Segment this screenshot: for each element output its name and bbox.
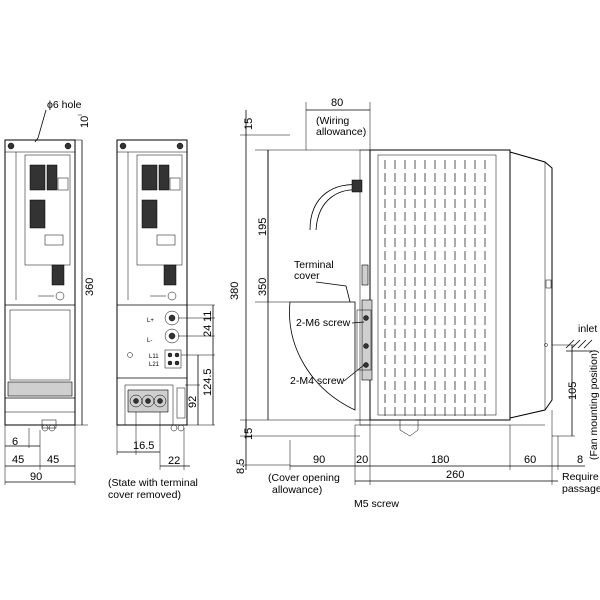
l-minus-label: L- [147,338,152,344]
fan-mount-label: (Fan mounting position) [588,350,600,460]
dim-360: 360 [84,278,96,296]
dim-380: 380 [229,282,241,300]
dim-45-left: 45 [12,454,24,466]
l21-label: L21 [149,362,160,368]
phi-hole-label: ϕ6 hole [47,99,82,111]
l-plus-label: L+ [147,318,154,324]
terminal-cover-line1: Terminal [294,259,334,271]
dim-45-right: 45 [47,454,59,466]
cover-opening-line2: allowance) [272,484,322,496]
required-line1: Require [562,471,599,483]
connector-block [29,164,46,191]
dim-6: 6 [12,436,18,448]
front-view-uncovered: L+ L- L11 L21 11 [108,139,215,501]
dim-90-side: 90 [313,454,325,466]
terminal-cover-leader [315,281,351,303]
dim-16-5: 16.5 [133,440,154,452]
wiring-allowance-line2: allowance) [316,126,366,138]
dim-195: 195 [257,218,269,236]
unit-side-body [369,149,511,421]
dim-80: 80 [331,97,343,109]
dim-90-front: 90 [30,471,42,483]
side-view: (Wiring allowance) 80 Terminal cover 2-M… [229,97,600,510]
dim-15-bottom: 15 [243,428,255,440]
dim-105: 105 [567,382,579,400]
cover-opening-line1: (Cover opening [268,472,340,484]
connector-block [29,199,46,229]
cover-opening-arc [289,301,356,411]
dim-180: 180 [431,454,449,466]
terminal-cover-line2: cover [294,270,320,282]
dim-260: 260 [446,469,464,481]
phi-hole-leader [34,109,47,143]
heat-sink-fins [384,160,486,416]
dim-350: 350 [257,278,269,296]
dim-8: 8 [577,454,583,466]
dim-8-5: 8.5 [235,459,247,474]
dim-24: 24 [202,325,214,337]
dim-22: 22 [168,455,180,467]
wiring-allowance-line1: (Wiring [316,115,349,127]
state-note-line1: (State with terminal [108,477,198,489]
status-lamp-icon [55,291,65,301]
dim-15-top: 15 [243,118,255,130]
l11-label: L11 [149,354,159,360]
fan-housing [509,151,553,419]
front-view-covered: ϕ6 hole 10 360 6 45 45 90 [4,99,96,485]
m6-screw-label: 2-M6 screw [296,317,351,329]
m5-screw-label: M5 screw [354,498,399,510]
dim-11: 11 [202,311,214,322]
dim-10: 10 [79,116,91,128]
inlet-label: inlet [578,323,597,335]
dim-20: 20 [356,454,368,466]
dim-92: 92 [187,396,199,408]
state-note-line2: cover removed) [108,489,181,501]
dim-124-5: 124.5 [202,368,214,396]
required-line2: passage [562,483,600,495]
dim-60: 60 [524,454,536,466]
airflow-arrows-icon [565,339,593,352]
m4-screw-label: 2-M4 screw [290,375,345,387]
